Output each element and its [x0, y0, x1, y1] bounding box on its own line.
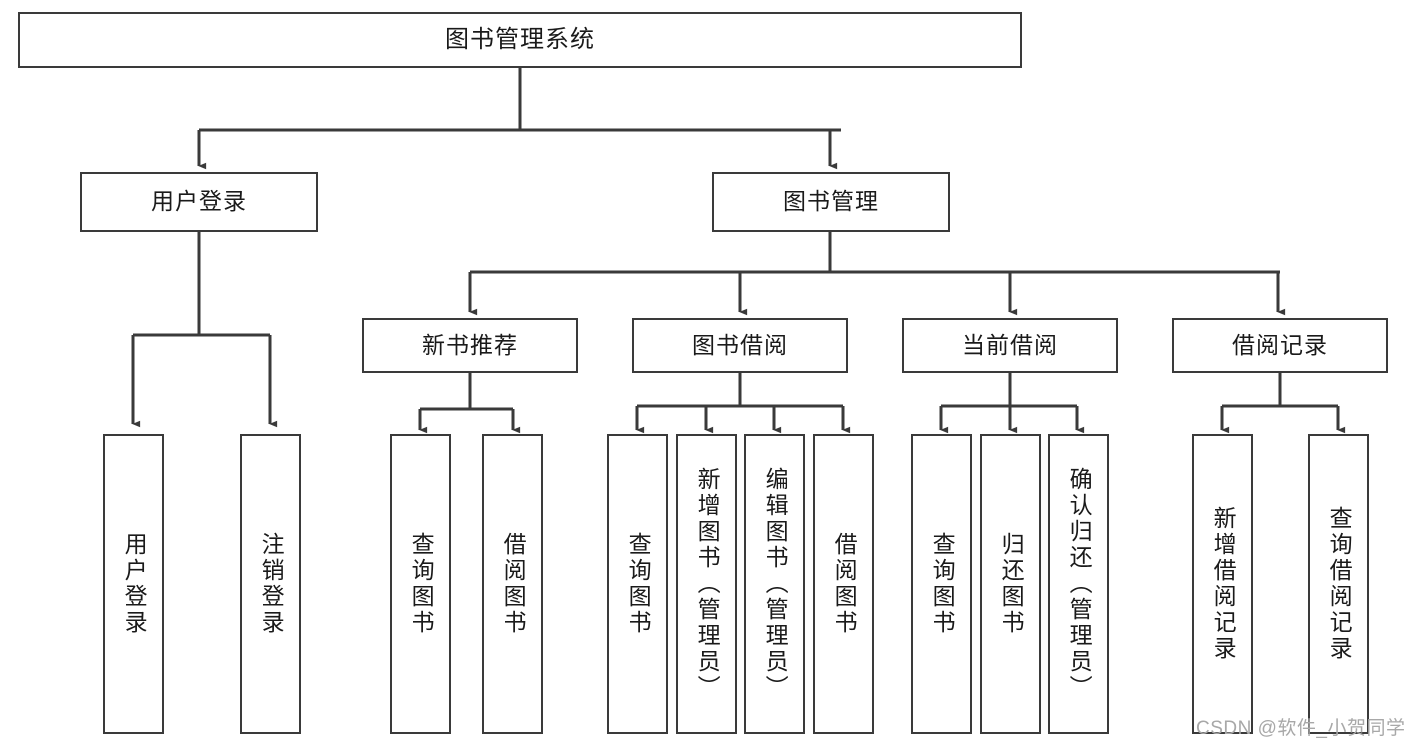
- leaf-borrow-book-1[interactable]: 借阅图书: [482, 434, 543, 734]
- leaf-query-book-2[interactable]: 查询图书: [607, 434, 668, 734]
- leaf-confirm-return[interactable]: 确认归还（管理员）: [1048, 434, 1109, 734]
- leaf-user-login[interactable]: 用户登录: [103, 434, 164, 734]
- node-book-borrow[interactable]: 图书借阅: [632, 318, 848, 373]
- node-label: 新书推荐: [422, 331, 518, 358]
- node-label: 用户登录: [151, 188, 247, 215]
- node-label: 图书管理系统: [445, 25, 595, 53]
- node-user-login[interactable]: 用户登录: [80, 172, 318, 232]
- node-label: 查询图书: [929, 532, 956, 636]
- leaf-user-logout[interactable]: 注销登录: [240, 434, 301, 734]
- node-label: 图书借阅: [692, 331, 788, 358]
- node-label: 新增借阅记录: [1210, 506, 1237, 662]
- node-label: 归还图书: [998, 532, 1025, 636]
- leaf-query-record[interactable]: 查询借阅记录: [1308, 434, 1369, 734]
- leaf-query-book-1[interactable]: 查询图书: [390, 434, 451, 734]
- leaf-edit-book[interactable]: 编辑图书（管理员）: [744, 434, 805, 734]
- node-label: 图书管理: [783, 188, 879, 215]
- leaf-return-book[interactable]: 归还图书: [980, 434, 1041, 734]
- leaf-borrow-book-2[interactable]: 借阅图书: [813, 434, 874, 734]
- node-root-system[interactable]: 图书管理系统: [18, 12, 1022, 68]
- node-label: 查询图书: [408, 532, 435, 636]
- node-label: 借阅图书: [500, 532, 527, 636]
- node-label: 查询借阅记录: [1326, 506, 1353, 662]
- node-label: 注销登录: [258, 532, 285, 636]
- node-label: 借阅图书: [831, 532, 858, 636]
- leaf-add-book[interactable]: 新增图书（管理员）: [676, 434, 737, 734]
- leaf-add-record[interactable]: 新增借阅记录: [1192, 434, 1253, 734]
- node-label: 确认归还（管理员）: [1066, 467, 1093, 701]
- node-label: 借阅记录: [1232, 331, 1328, 358]
- node-label: 查询图书: [625, 532, 652, 636]
- node-label: 用户登录: [121, 532, 148, 636]
- csdn-watermark: CSDN @软件_小贺同学: [1196, 718, 1405, 739]
- node-current-borrow[interactable]: 当前借阅: [902, 318, 1118, 373]
- node-borrow-record[interactable]: 借阅记录: [1172, 318, 1388, 373]
- node-label: 当前借阅: [962, 331, 1058, 358]
- node-new-book-recommend[interactable]: 新书推荐: [362, 318, 578, 373]
- leaf-query-book-3[interactable]: 查询图书: [911, 434, 972, 734]
- node-label: 编辑图书（管理员）: [762, 467, 789, 701]
- node-book-management[interactable]: 图书管理: [712, 172, 950, 232]
- node-label: 新增图书（管理员）: [694, 467, 721, 701]
